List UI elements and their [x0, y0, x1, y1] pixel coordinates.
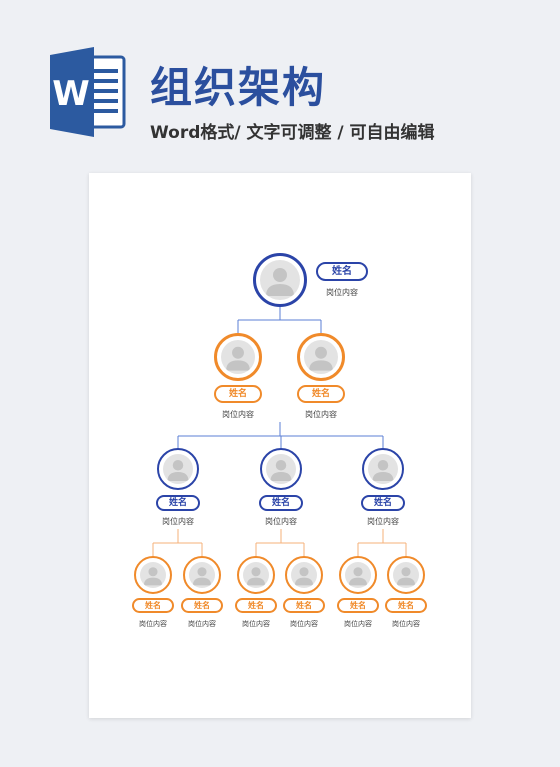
person-icon: [143, 567, 163, 586]
role-text-level4: 岗位内容: [344, 620, 372, 628]
name-badge-level4[interactable]: 姓名: [337, 598, 379, 613]
person-icon: [266, 268, 294, 296]
role-text-level2: 岗位内容: [305, 410, 337, 419]
name-badge-level4[interactable]: 姓名: [385, 598, 427, 613]
person-icon: [167, 460, 189, 481]
avatar-level3: [260, 448, 302, 490]
person-icon: [226, 346, 250, 371]
page-title: 组织架构: [150, 63, 327, 112]
avatar-level4: [183, 556, 221, 594]
avatar-level1: [253, 253, 307, 307]
person-icon: [348, 567, 368, 586]
avatar-level3: [362, 448, 404, 490]
role-text-level3: 岗位内容: [367, 517, 399, 526]
name-badge-level3[interactable]: 姓名: [156, 495, 200, 511]
person-icon: [246, 567, 266, 586]
role-text-level3: 岗位内容: [265, 517, 297, 526]
avatar-level2: [214, 333, 262, 381]
person-icon: [294, 567, 314, 586]
avatar-level3: [157, 448, 199, 490]
name-badge-level4[interactable]: 姓名: [235, 598, 277, 613]
role-text-level1: 岗位内容: [326, 288, 358, 297]
logo-letter: W: [52, 74, 90, 114]
avatar-level4: [339, 556, 377, 594]
person-icon: [396, 567, 416, 586]
person-icon: [192, 567, 212, 586]
role-text-level4: 岗位内容: [290, 620, 318, 628]
role-text-level2: 岗位内容: [222, 410, 254, 419]
person-icon: [270, 460, 292, 481]
name-badge-level4[interactable]: 姓名: [132, 598, 174, 613]
avatar-level4: [387, 556, 425, 594]
role-text-level4: 岗位内容: [242, 620, 270, 628]
name-badge-level2[interactable]: 姓名: [297, 385, 345, 403]
name-badge-level2[interactable]: 姓名: [214, 385, 262, 403]
role-text-level4: 岗位内容: [139, 620, 167, 628]
avatar-level2: [297, 333, 345, 381]
avatar-level4: [134, 556, 172, 594]
name-badge-level1[interactable]: 姓名: [316, 262, 368, 281]
word-logo-icon: W: [50, 47, 126, 137]
role-text-level3: 岗位内容: [162, 517, 194, 526]
avatar-level4: [285, 556, 323, 594]
name-badge-level3[interactable]: 姓名: [361, 495, 405, 511]
name-badge-level4[interactable]: 姓名: [283, 598, 325, 613]
person-icon: [309, 346, 333, 371]
name-badge-level4[interactable]: 姓名: [181, 598, 223, 613]
person-icon: [372, 460, 394, 481]
role-text-level4: 岗位内容: [188, 620, 216, 628]
name-badge-level3[interactable]: 姓名: [259, 495, 303, 511]
avatar-level4: [237, 556, 275, 594]
role-text-level4: 岗位内容: [392, 620, 420, 628]
page-subtitle: Word格式/ 文字可调整 / 可自由编辑: [150, 123, 435, 143]
